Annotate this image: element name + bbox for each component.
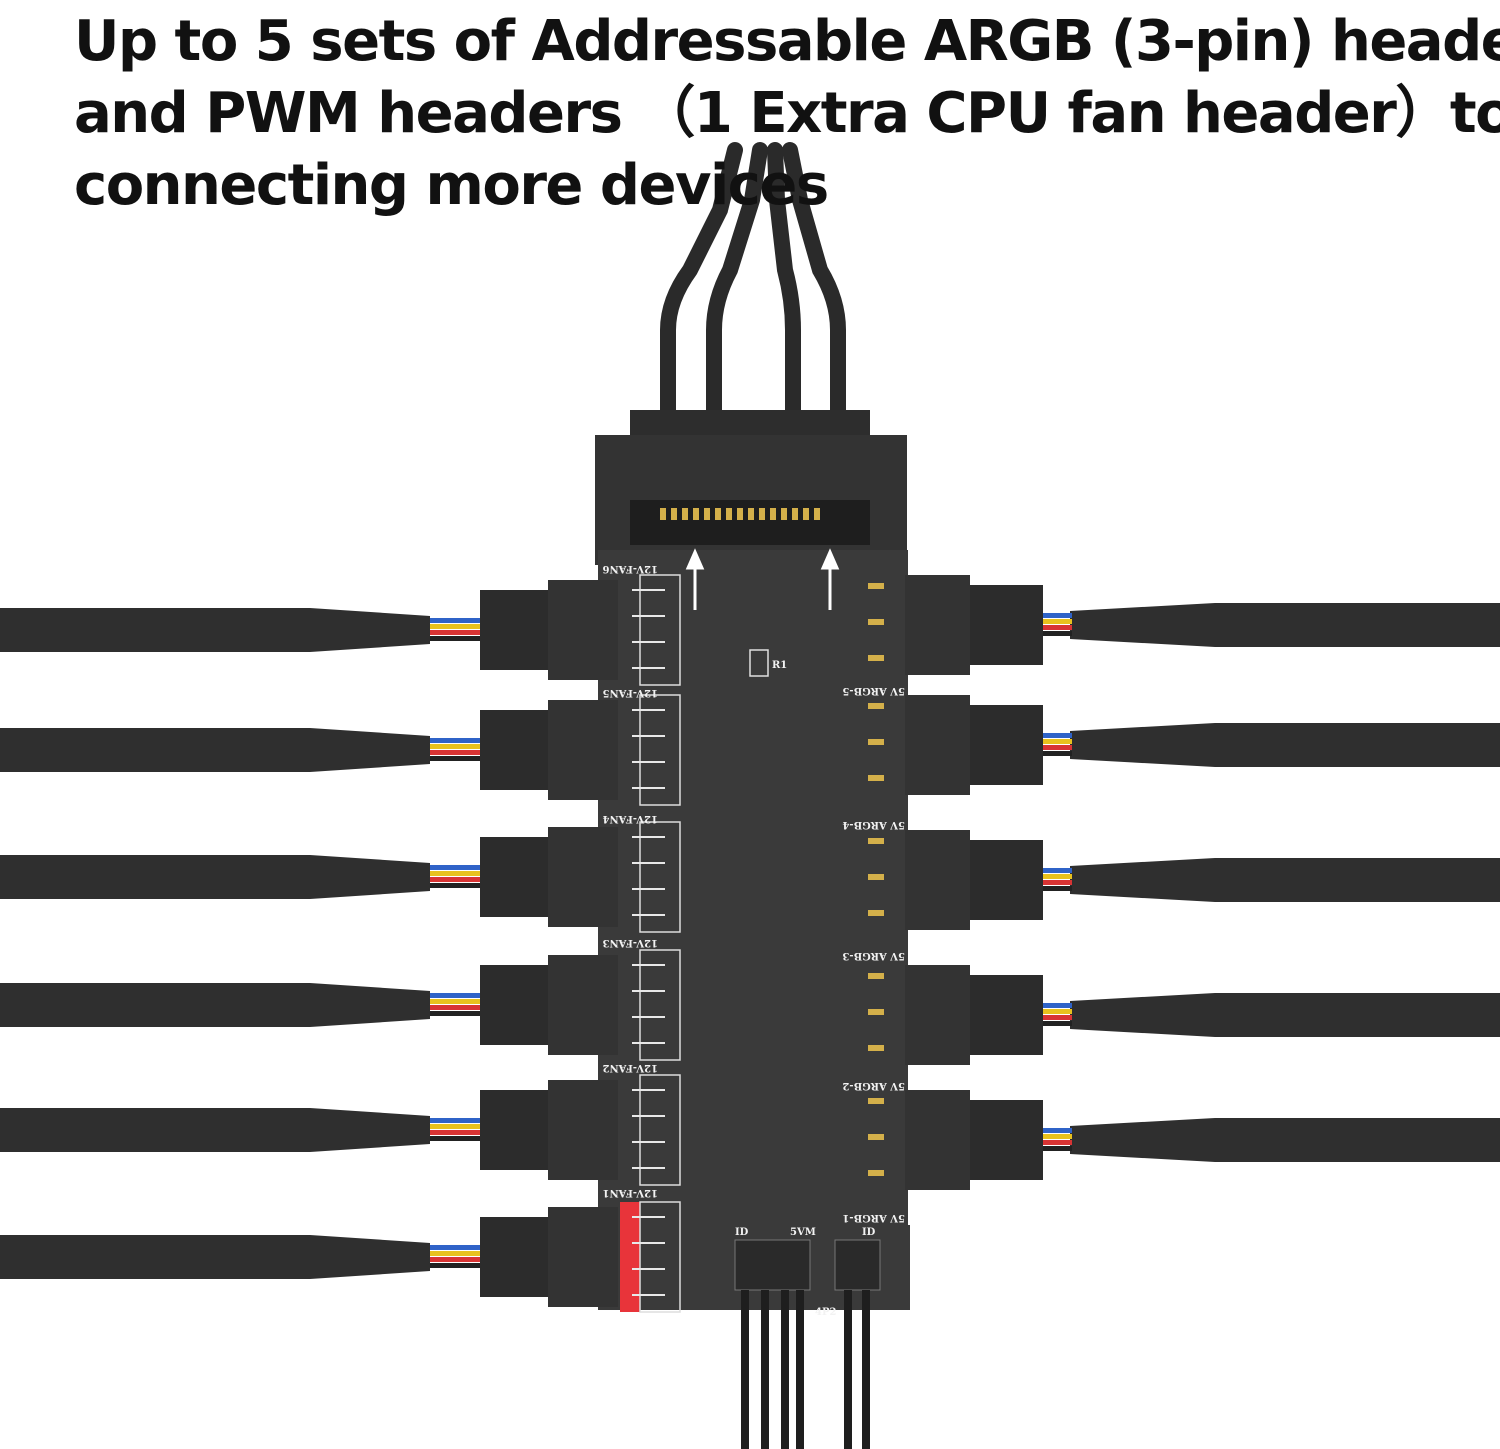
fan-cable-3 xyxy=(0,949,681,1061)
sata-pins xyxy=(660,508,820,520)
fan-plug xyxy=(480,965,550,1045)
sata-pin xyxy=(693,508,699,520)
motherboard-input-cables: ID 5VM ID 4P2 xyxy=(734,1227,881,1449)
sata-pin xyxy=(748,508,754,520)
sata-pin xyxy=(715,508,721,520)
argb-pin xyxy=(868,583,884,589)
argb-label-5: 5V ARGB-5 xyxy=(842,685,905,696)
fan-plug xyxy=(480,710,550,790)
argb-pin xyxy=(868,1098,884,1104)
sata-pin xyxy=(660,508,666,520)
argb-pin xyxy=(868,874,884,880)
fan-label-4: 12V-FAN4 xyxy=(602,813,658,824)
sata-pin xyxy=(770,508,776,520)
argb-pin xyxy=(868,973,884,979)
fan-plug xyxy=(480,1217,550,1297)
argb-header-labels: 5V ARGB-5 5V ARGB-4 5V ARGB-3 5V ARGB-2 5V A… xyxy=(842,685,905,1223)
fan-label-6: 12V-FAN6 xyxy=(602,563,658,574)
sata-pin xyxy=(671,508,677,520)
fan-plug xyxy=(480,590,550,670)
argb-plug xyxy=(968,1100,1043,1180)
fan-label-2: 12V-FAN2 xyxy=(602,1062,658,1073)
sata-connector xyxy=(595,410,907,565)
argb-pin xyxy=(868,1170,884,1176)
bottom-label-4: 4P2 xyxy=(815,1307,836,1318)
argb-cables-right xyxy=(868,575,1500,1190)
sata-pin xyxy=(814,508,820,520)
sata-pin xyxy=(803,508,809,520)
fan-cable-5 xyxy=(0,694,681,806)
argb-pin xyxy=(868,838,884,844)
argb-pin xyxy=(868,1009,884,1015)
sata-cables xyxy=(660,142,846,423)
argb-label-2: 5V ARGB-2 xyxy=(842,1080,905,1091)
argb-pin xyxy=(868,703,884,709)
fan-cable-4 xyxy=(0,821,681,933)
sata-pin xyxy=(759,508,765,520)
argb-pin xyxy=(868,910,884,916)
sata-pin xyxy=(792,508,798,520)
fan-cable-6 xyxy=(0,574,681,686)
fan-header-labels: 12V-FAN6 12V-FAN5 12V-FAN4 12V-FAN3 12V-FAN2… xyxy=(602,563,658,1198)
argb-cable-2 xyxy=(868,965,1500,1065)
sata-pin xyxy=(704,508,710,520)
fan-cable-2 xyxy=(0,1074,681,1186)
argb-plug xyxy=(968,705,1043,785)
sata-pin xyxy=(781,508,787,520)
argb-pin xyxy=(868,775,884,781)
argb-pin xyxy=(868,619,884,625)
argb-pin xyxy=(868,1045,884,1051)
resistor-label: R1 xyxy=(772,660,787,671)
argb-cable-5 xyxy=(868,575,1500,675)
headline: Up to 5 sets of Addressable ARGB (3-pin)… xyxy=(74,6,1500,222)
argb-cable-4 xyxy=(868,695,1500,795)
argb-plug xyxy=(968,840,1043,920)
headline-line-3: connecting more devices xyxy=(74,153,829,218)
argb-plug xyxy=(968,975,1043,1055)
fan-label-3: 12V-FAN3 xyxy=(602,937,658,948)
headline-line-1: Up to 5 sets of Addressable ARGB (3-pin)… xyxy=(74,9,1500,74)
bottom-label-3: ID xyxy=(862,1227,876,1238)
argb-cable-3 xyxy=(868,830,1500,930)
argb-label-1: 5V ARGB-1 xyxy=(842,1212,905,1223)
resistor-r1: R1 xyxy=(749,649,787,677)
sata-pin xyxy=(682,508,688,520)
argb-label-4: 5V ARGB-4 xyxy=(842,819,905,830)
fan-cable-1 xyxy=(0,1201,681,1313)
fan-cables-left xyxy=(0,574,681,1313)
fan-label-1: 12V-FAN1 xyxy=(603,1187,658,1198)
cpu-fan-header xyxy=(620,1202,640,1312)
orientation-arrows xyxy=(685,548,840,610)
fan-plug xyxy=(480,1090,550,1170)
argb-plug xyxy=(968,585,1043,665)
argb-pin xyxy=(868,739,884,745)
argb-label-3: 5V ARGB-3 xyxy=(842,950,905,961)
bottom-label-2: 5VM xyxy=(790,1227,816,1238)
sata-pin xyxy=(726,508,732,520)
argb-pin xyxy=(868,1134,884,1140)
argb-cable-1 xyxy=(868,1090,1500,1190)
fan-plug xyxy=(480,837,550,917)
sata-pin xyxy=(737,508,743,520)
bottom-label-1: ID xyxy=(735,1227,749,1238)
fan-label-5: 12V-FAN5 xyxy=(602,687,658,698)
argb-pin xyxy=(868,655,884,661)
headline-line-2: and PWM headers （1 Extra CPU fan header）… xyxy=(74,81,1500,146)
